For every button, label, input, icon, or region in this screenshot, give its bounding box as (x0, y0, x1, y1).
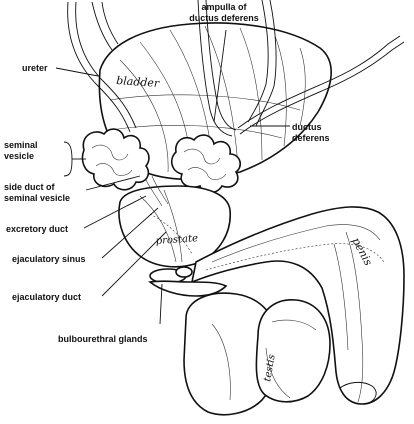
penis-shape (190, 206, 405, 405)
side-duct-label-line2: seminal vesicle (4, 193, 70, 203)
bulbourethral-label: bulbourethral glands (58, 334, 148, 344)
prostate-shape (118, 175, 231, 268)
seminal-vesicle-shape (81, 128, 242, 194)
leader-lines (55, 29, 290, 325)
bladder-shape (98, 22, 332, 181)
prostate-label: prostate (155, 233, 198, 247)
testis-shape (255, 299, 331, 403)
ejac-sinus-leader (101, 207, 159, 259)
ureter-shape (67, 1, 137, 133)
excretory-duct-label: excretory duct (6, 224, 68, 234)
ampulla-label-line1: ampulla of (201, 2, 247, 12)
ductus-label-line2: deferens (292, 133, 330, 143)
bladder-label: bladder (116, 74, 161, 90)
ureter-label: ureter (22, 63, 48, 73)
ampulla-label-line2: ductus deferens (189, 13, 259, 23)
bulbourethral-gland-shape (148, 266, 228, 297)
side-duct-label-line1: side duct of (4, 182, 56, 192)
ejaculatory-sinus-label: ejaculatory sinus (12, 254, 86, 264)
seminal-vesicle-bracket (63, 141, 73, 177)
side-duct-leader (85, 175, 141, 191)
seminal-label-line1: seminal (4, 140, 38, 150)
ductus-deferens-shape (197, 0, 405, 137)
ductus-label-line1: ductus (292, 122, 322, 132)
ampulla-leader (213, 29, 227, 123)
ejac-duct-leader (101, 231, 167, 297)
excretory-leader (83, 195, 147, 229)
ureter-leader (55, 67, 99, 77)
bulbo-leader (159, 283, 163, 325)
seminal-label-line2: vesicle (4, 151, 34, 161)
testis-label: testis (262, 354, 278, 383)
ejaculatory-duct-label: ejaculatory duct (12, 292, 81, 302)
